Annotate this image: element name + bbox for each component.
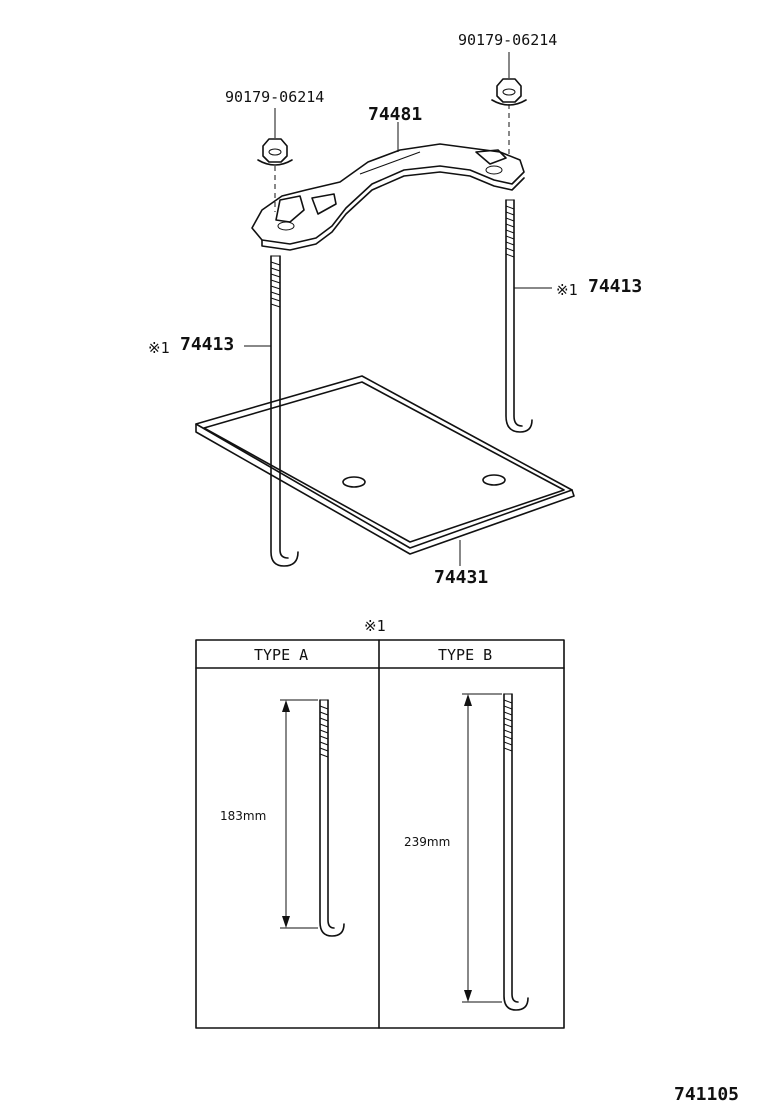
label-nut-left: 90179-06214: [225, 88, 324, 106]
label-rod-right: 74413: [588, 276, 642, 297]
label-rod-right-mark: ※1: [556, 281, 578, 299]
diagram-id: 741105: [674, 1084, 739, 1105]
hook-rod-left: [270, 255, 299, 567]
type-b-dimension: [462, 693, 502, 1003]
type-b-length: 239mm: [404, 835, 450, 849]
label-clamp: 74481: [368, 104, 422, 125]
type-b-rod: [503, 693, 529, 1011]
column-header-type-a: TYPE A: [254, 646, 308, 664]
hex-nut-left: [257, 138, 293, 166]
label-rod-left-mark: ※1: [148, 339, 170, 357]
table-note-mark: ※1: [364, 617, 386, 635]
type-a-rod: [319, 699, 345, 937]
type-a-length: 183mm: [220, 809, 266, 823]
hook-rod-right: [505, 199, 533, 433]
label-rod-left: 74413: [180, 334, 234, 355]
label-nut-right: 90179-06214: [458, 31, 557, 49]
column-header-type-b: TYPE B: [438, 646, 492, 664]
type-a-dimension: [280, 699, 318, 929]
battery-clamp: [251, 143, 525, 251]
label-tray: 74431: [434, 567, 488, 588]
type-table: [195, 639, 565, 1029]
battery-tray: [195, 375, 575, 555]
hex-nut-right: [491, 78, 527, 106]
